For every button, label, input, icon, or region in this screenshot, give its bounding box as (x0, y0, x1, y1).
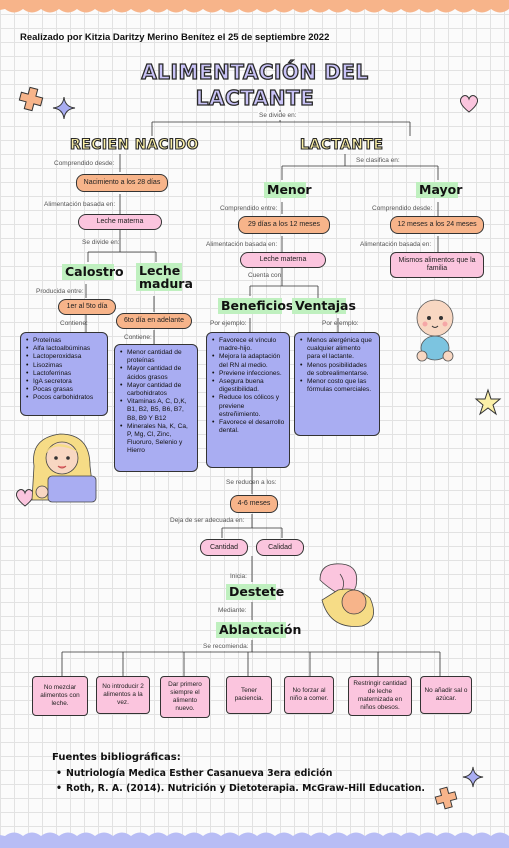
list-item: Menor costo que las fórmulas comerciales… (299, 378, 375, 394)
rn-comprendido-label: Comprendido desde: (54, 160, 115, 167)
calidad-pill: Calidad (256, 539, 304, 556)
reduce-label: Se reducen a los: (226, 479, 277, 486)
bottom-wave-decoration (0, 832, 509, 848)
mayor-comprendido-label: Comprendido desde: (372, 205, 433, 212)
list-item: Favorece el desarrollo dental. (211, 419, 285, 435)
cantidad-pill: Cantidad (200, 539, 248, 556)
leche-madura-title-line1: Leche (139, 263, 181, 278)
main-title-line2: LACTANTE (195, 85, 315, 110)
menor-comprendido-pill: 29 días a los 12 meses (238, 216, 330, 234)
reference-item: Roth, R. A. (2014). Nutrición y Dietoter… (52, 781, 425, 796)
calostro-producida-label: Producida entre: (36, 288, 84, 295)
list-item: Alfa lactoalbúminas (25, 345, 103, 353)
list-item: Pocas grasas (25, 386, 103, 394)
list-item: Menor cantidad de proteínas (119, 349, 193, 365)
recommendation-card: No mezclar alimentos con leche. (32, 676, 88, 716)
recomienda-label: Se recomienda: (202, 643, 250, 651)
mayor-alimentacion-pill: Mismos alimentos que la familia (390, 252, 484, 278)
list-item: Mayor cantidad de ácidos grasos (119, 365, 193, 381)
lactante-title: LACTANTE (299, 136, 384, 153)
recommendation-card: Tener paciencia. (226, 676, 272, 714)
list-item: Minerales Na, K, Ca, P, Mg, Cl, Zinc, Fl… (119, 423, 193, 456)
calostro-list: Proteínas Alfa lactoalbúminas Lactoperox… (20, 332, 108, 416)
deja-label: Deja de ser adecuada en: (170, 517, 245, 524)
plus-orange-icon (434, 786, 458, 810)
ventajas-list: Menos alergénica que cualquier alimento … (294, 332, 380, 436)
list-item: Favorece el vínculo madre-hijo. (211, 337, 285, 353)
beneficios-list: Favorece el vínculo madre-hijo. Mejora l… (206, 332, 290, 468)
rn-alimentacion-pill: Leche materna (78, 214, 162, 230)
recommendation-card: No forzar al niño a comer. (284, 676, 334, 714)
list-item: Asegura buena digestibilidad. (211, 378, 285, 394)
list-item: Mayor cantidad de carbohidratos (119, 382, 193, 398)
calostro-title: Calostro (62, 264, 124, 280)
reduce-pill: 4-6 meses (230, 495, 278, 513)
references: Fuentes bibliográficas: Nutriología Medi… (52, 752, 425, 796)
menor-comprendido-label: Comprendido entre: (220, 205, 278, 212)
list-item: Vitaminas A, C, D,K, B1, B2, B5, B6, B7,… (119, 398, 193, 423)
list-item: Lactoperoxidasa (25, 353, 103, 361)
list-item: Menos alergénica que cualquier alimento … (299, 337, 375, 362)
star-yellow-icon (474, 388, 502, 416)
beneficios-ejemplo-label: Por ejemplo: (210, 320, 247, 327)
reference-item: Nutriología Medica Esther Casanueva 3era… (52, 766, 425, 781)
girl-illustration (31, 433, 97, 503)
top-wave-decoration (0, 0, 509, 13)
list-item: IgA secretora (25, 378, 103, 386)
breastfeeding-illustration (319, 563, 374, 627)
recommendation-card: No introducir 2 alimentos a la vez. (96, 676, 150, 714)
list-item: Reduce los cólicos y previene estreñimie… (211, 394, 285, 419)
list-item: Lisozimas (25, 362, 103, 370)
recommendation-card: No añadir sal o azúcar. (420, 676, 472, 714)
list-item: Menos posibilidades de sobrealimentarse. (299, 362, 375, 378)
list-item: Lactoferrinas (25, 370, 103, 378)
recommendation-card: Dar primero siempre el alimento nuevo. (160, 676, 210, 718)
ventajas-title: Ventajas (292, 298, 356, 314)
root-connector-label: Se divide en: (258, 112, 298, 120)
recien-nacido-title: RECIEN NACIDO (69, 136, 199, 153)
leche-madura-pill: 6to día en adelante (116, 313, 192, 329)
star-lavender-icon (462, 766, 484, 788)
heart-pink-icon (460, 95, 478, 113)
leche-madura-list: Menor cantidad de proteínas Mayor cantid… (114, 344, 198, 472)
list-item: Mejora la adaptación del RN al medio. (211, 353, 285, 369)
leche-madura-title-line2: madura (139, 276, 193, 291)
rn-alimentacion-label: Alimentación basada en: (44, 201, 116, 208)
list-item: Previene infecciones. (211, 370, 285, 378)
leche-madura-title: Leche madura (136, 263, 193, 291)
menor-alimentacion-label: Alimentación basada en: (206, 241, 278, 248)
leche-madura-contiene-label: Contiene: (124, 334, 152, 341)
ablactacion-title: Ablactación (216, 622, 301, 638)
lactante-clasifica-label: Se clasifica en: (356, 157, 400, 164)
main-title-line1: ALIMENTACIÓN DEL (141, 59, 369, 84)
calostro-contiene-label: Contiene: (60, 320, 88, 327)
mediante-label: Mediante: (218, 607, 247, 614)
rn-comprendido-pill: Nacimiento a los 28 días (76, 174, 168, 192)
recommendation-card: Restringir cantidad de leche maternizada… (348, 676, 412, 716)
menor-alimentacion-pill: Leche materna (240, 252, 326, 268)
mayor-title: Mayor (416, 182, 462, 198)
baby-illustration (416, 299, 454, 362)
beneficios-title: Beneficios (218, 298, 293, 314)
mayor-comprendido-pill: 12 meses a los 24 meses (390, 216, 484, 234)
rn-divide-label: Se divide en: (82, 239, 120, 246)
references-title: Fuentes bibliográficas: (52, 752, 181, 763)
menor-cuenta-label: Cuenta con: (248, 272, 284, 279)
destete-title: Destete (226, 584, 284, 600)
list-item: Proteínas (25, 337, 103, 345)
star-lavender-icon (52, 96, 76, 120)
ventajas-ejemplo-label: Por ejemplo: (322, 320, 359, 327)
author-line: Realizado por Kitzia Daritzy Merino Bení… (20, 32, 330, 43)
list-item: Pocos carbohidratos (25, 394, 103, 402)
mayor-alimentacion-label: Alimentación basada en: (360, 241, 432, 248)
plus-orange-icon (18, 86, 44, 112)
inicia-label: Inicia: (230, 573, 247, 580)
calostro-producida-pill: 1er al 5to día (58, 299, 116, 315)
menor-title: Menor (264, 182, 312, 198)
